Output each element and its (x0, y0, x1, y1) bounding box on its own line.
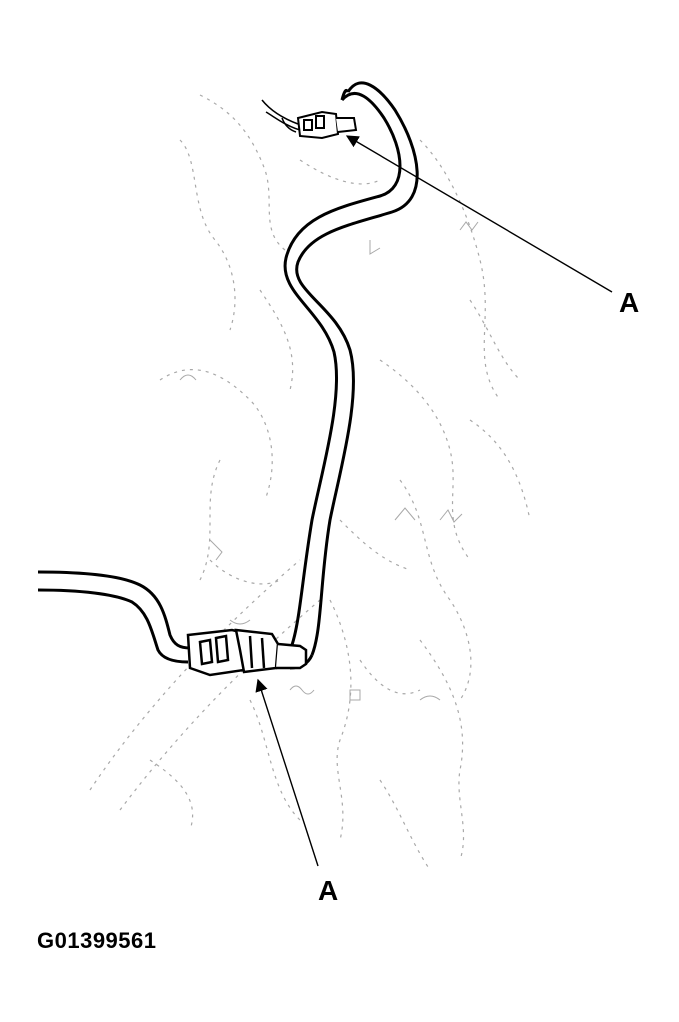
callout-label-bottom: A (318, 875, 339, 906)
left-harness-lower (37, 588, 189, 664)
leader-arrow-bottom (255, 678, 319, 867)
background-detail-marks (179, 221, 479, 701)
hose-outer-wall (295, 81, 419, 656)
bottom-connector-A (186, 628, 308, 677)
callout-label-top: A (619, 287, 640, 318)
top-connector-wires (261, 99, 301, 133)
figure-code: G01399561 (37, 928, 157, 953)
hose-top-end (340, 88, 350, 101)
top-connector-A (296, 110, 358, 140)
hose-inner-wall (283, 92, 402, 646)
left-harness-upper (37, 570, 191, 650)
leader-arrow-top (345, 135, 613, 293)
background-engine-sketch (89, 94, 531, 871)
